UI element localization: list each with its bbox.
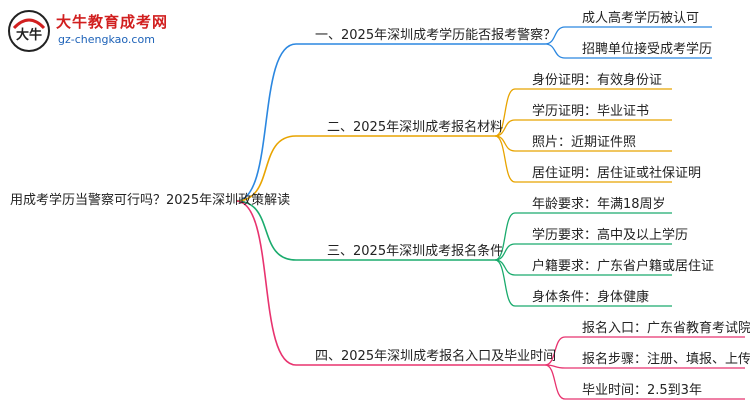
logo-site-url: gz-chengkao.com — [58, 33, 155, 46]
leaf-3-2: 学历要求：高中及以上学历 — [532, 228, 689, 243]
leaf-3-4-connector — [494, 259, 672, 307]
mindmap-root: 用成考学历当警察可行吗？2025年深圳政策解读 — [10, 193, 291, 208]
leaf-4-2: 报名步骤：注册、填报、上传材料 — [582, 352, 750, 367]
branch-2-connector — [235, 135, 495, 202]
branch-2: 二、2025年深圳成考报名材料 — [327, 120, 504, 135]
leaf-3-1-connector — [494, 212, 672, 261]
leaf-2-4-connector — [494, 135, 672, 183]
branch-4-connector — [235, 200, 545, 366]
branch-3-connector — [235, 200, 495, 261]
leaf-2-4: 居住证明：居住证或社保证明 — [532, 166, 702, 181]
branch-4: 四、2025年深圳成考报名入口及毕业时间 — [315, 349, 557, 364]
leaf-4-2-connector — [544, 364, 745, 369]
leaf-3-4: 身体条件：身体健康 — [532, 290, 650, 305]
leaf-3-1: 年龄要求：年满18周岁 — [532, 197, 666, 212]
logo-site-name: 大牛教育成考网 — [56, 13, 169, 31]
leaf-4-3-connector — [544, 364, 745, 400]
leaf-2-3: 照片：近期证件照 — [532, 135, 637, 150]
branch-1: 一、2025年深圳成考学历能否报考警察？ — [315, 28, 557, 43]
leaf-2-2-connector — [494, 119, 672, 137]
leaf-1-2: 招聘单位接受成考学历 — [582, 42, 713, 57]
site-logo[interactable]: 大牛 大牛教育成考网 gz-chengkao.com — [6, 8, 206, 54]
leaf-3-2-connector — [494, 243, 672, 261]
branch-3: 三、2025年深圳成考报名条件 — [327, 244, 504, 259]
leaf-1-1-connector — [544, 26, 712, 45]
leaf-4-3: 毕业时间：2.5到3年 — [582, 383, 702, 398]
logo-mark-icon: 大牛 — [8, 10, 50, 52]
branch-1-connector — [235, 43, 545, 202]
leaf-2-1: 身份证明：有效身份证 — [532, 73, 663, 88]
logo-mark-text: 大牛 — [16, 27, 42, 43]
leaf-3-3: 户籍要求：广东省户籍或居住证 — [532, 259, 715, 274]
leaf-2-2: 学历证明：毕业证书 — [532, 104, 650, 119]
leaf-2-1-connector — [494, 88, 672, 137]
leaf-4-1-connector — [544, 336, 745, 366]
leaf-1-1: 成人高考学历被认可 — [582, 11, 700, 26]
leaf-4-1: 报名入口：广东省教育考试院官网 — [582, 321, 750, 336]
leaf-1-2-connector — [544, 43, 712, 59]
